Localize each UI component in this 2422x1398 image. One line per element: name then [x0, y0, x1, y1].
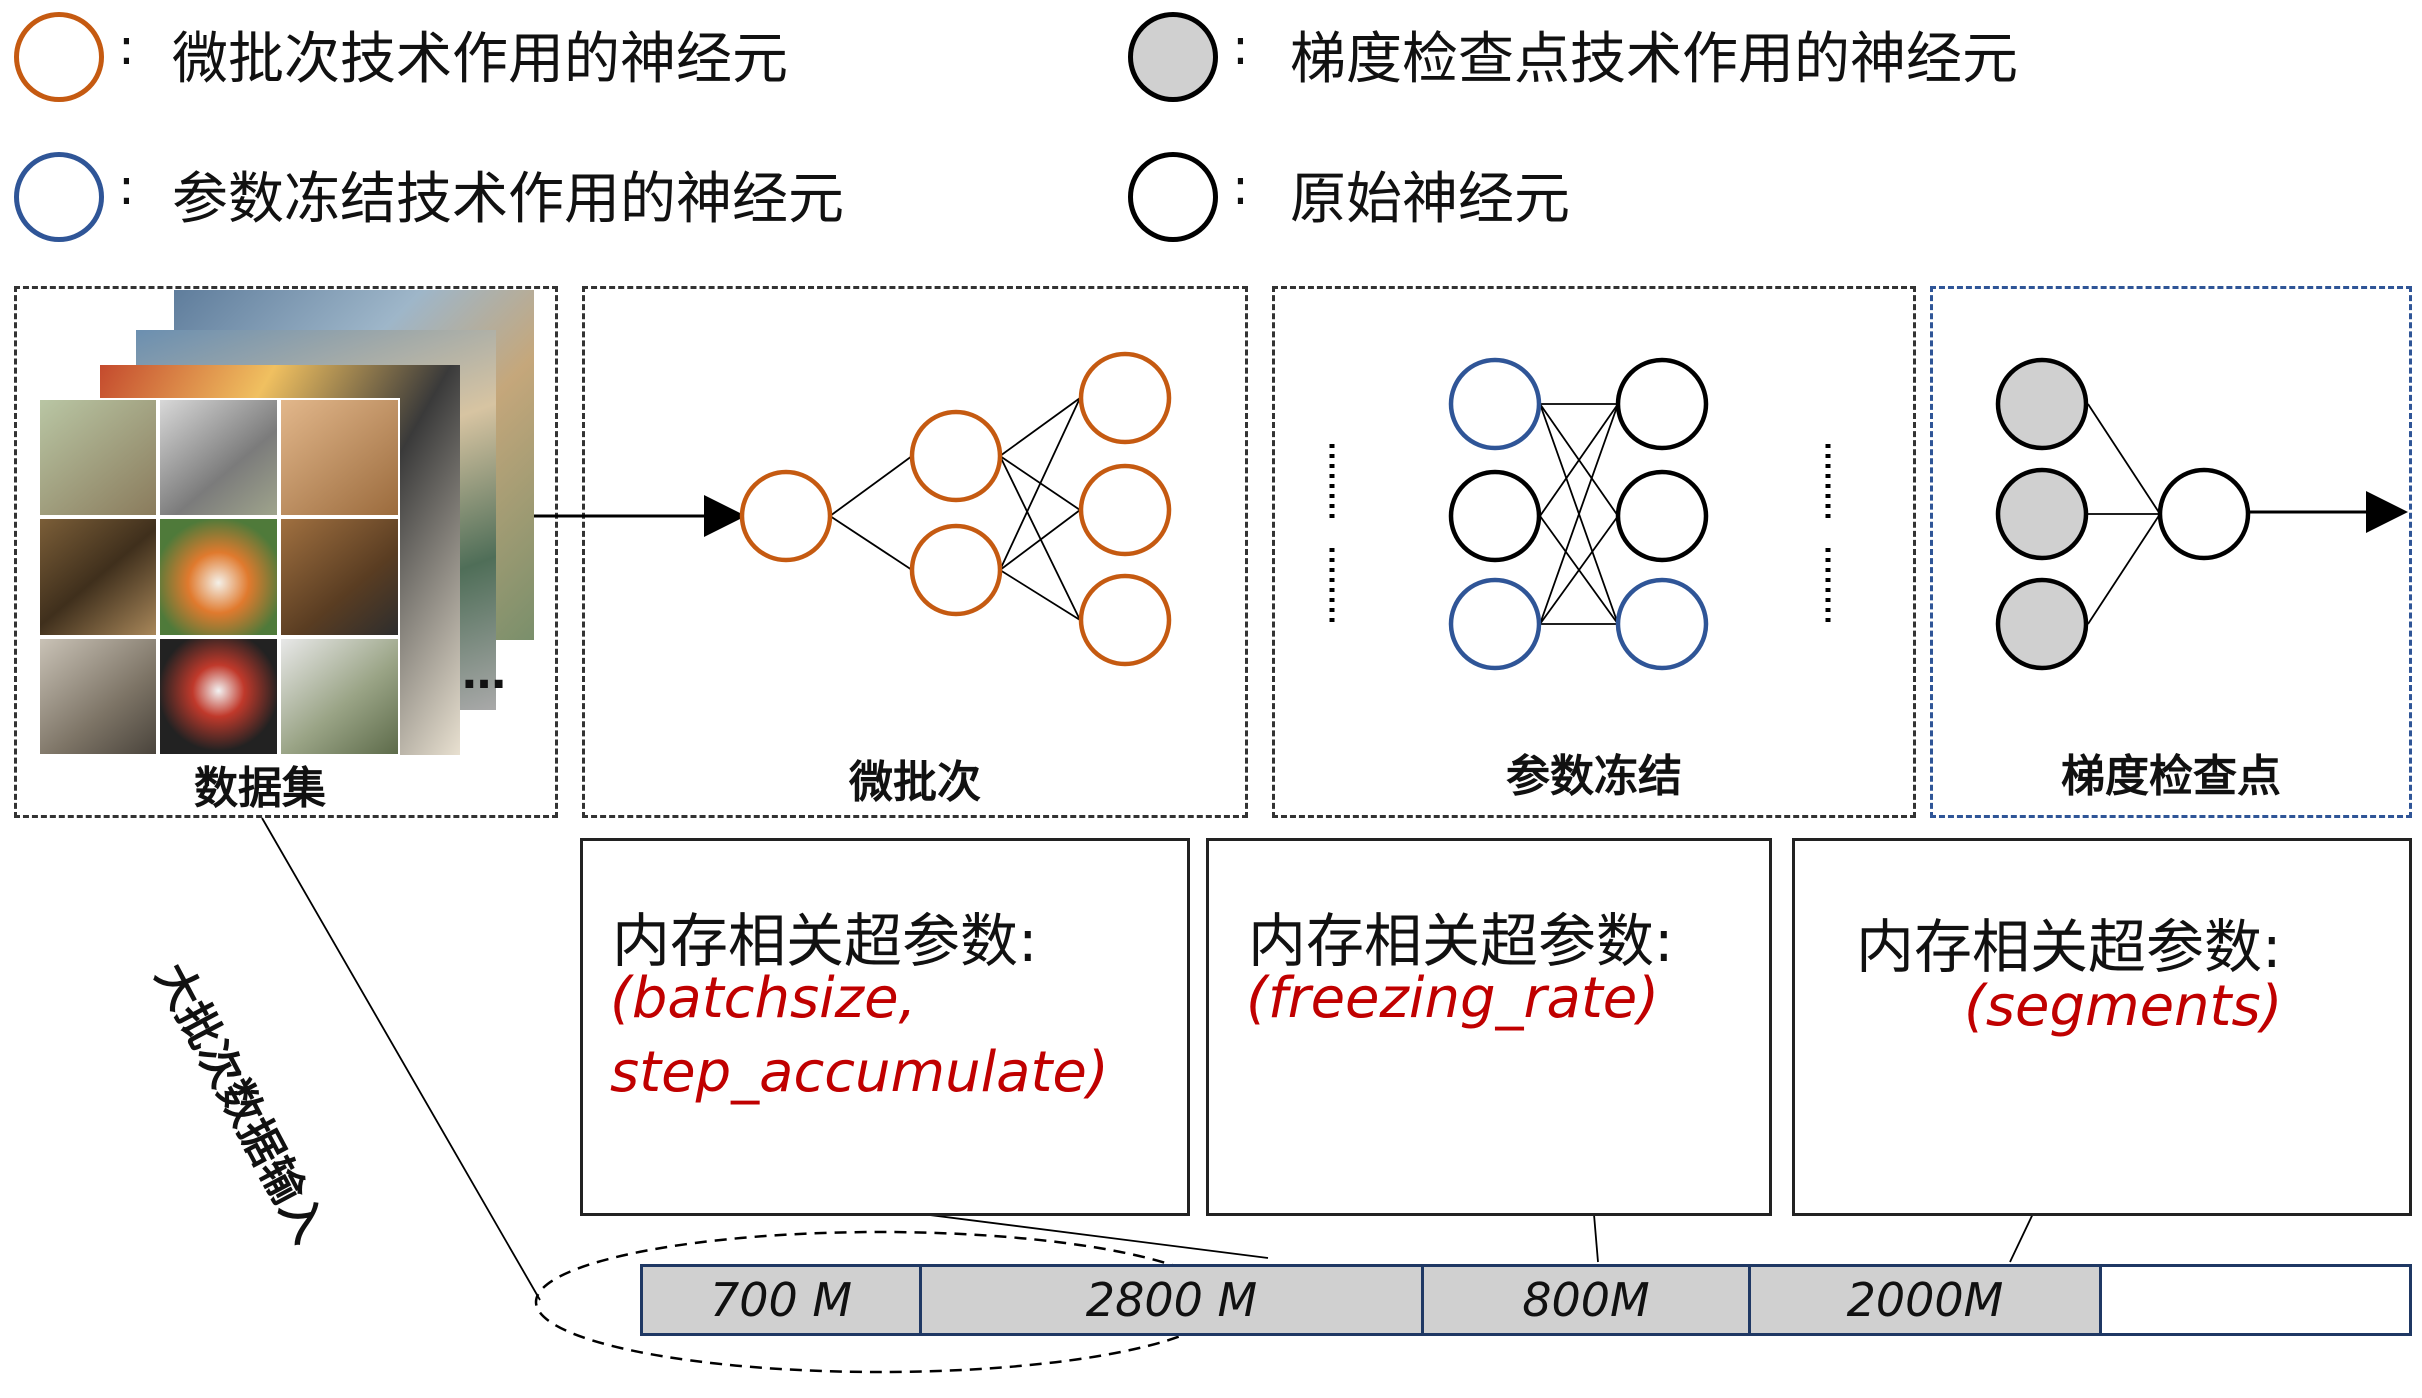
neuron-orange	[909, 409, 1003, 503]
photo-tile	[279, 517, 400, 637]
legend-black-circle-icon	[1128, 152, 1218, 242]
neuron-black	[2157, 467, 2251, 561]
neuron-black	[1448, 469, 1542, 563]
microbatch-hp-title: 内存相关超参数:	[612, 907, 1038, 975]
checkpoint-edges	[2087, 403, 2161, 625]
memory-segment-label: 700 M	[709, 1273, 853, 1327]
legend-original-text: 原始神经元	[1290, 167, 1570, 232]
microbatch-panel	[582, 286, 1248, 818]
dataset-ellipsis: …	[462, 648, 506, 699]
photo-tile	[38, 398, 158, 517]
neuron-blue	[1615, 577, 1709, 671]
checkpoint-hp-box	[1792, 838, 2412, 1216]
legend-orange-circle-icon	[14, 12, 104, 102]
freezing-dots	[1329, 444, 1831, 624]
neuron-blue	[1448, 577, 1542, 671]
photo-tile	[38, 517, 158, 637]
photo-grid-icon	[38, 398, 400, 756]
checkpoint-hp-param: (segments)	[1964, 974, 2283, 1039]
memory-segment: 2800 M	[919, 1264, 1424, 1336]
neuron-orange	[1078, 463, 1172, 557]
photo-tile	[279, 637, 400, 756]
photo-tile	[158, 398, 279, 517]
photo-tile	[38, 637, 158, 756]
microbatch-edges	[829, 397, 1081, 621]
memory-segment: 2000M	[1748, 1264, 2102, 1336]
neuron-blue	[1448, 357, 1542, 451]
memory-segment: 700 M	[640, 1264, 922, 1336]
legend-colon: :	[1232, 158, 1249, 216]
neuron-orange	[1078, 573, 1172, 667]
microbatch-label: 微批次	[849, 757, 981, 808]
legend-checkpoint-text: 梯度检查点技术作用的神经元	[1290, 27, 2018, 92]
neuron-gray	[1995, 357, 2089, 451]
freezing-hp-param: (freezing_rate)	[1246, 966, 1660, 1031]
neuron-orange	[1078, 351, 1172, 445]
microbatch-hp-param1: (batchsize,	[610, 966, 917, 1031]
memory-segment-label: 2800 M	[1085, 1273, 1258, 1327]
photo-tile	[279, 398, 400, 517]
memory-segment: 800M	[1421, 1264, 1751, 1336]
legend-freezing-text: 参数冻结技术作用的神经元	[172, 167, 844, 232]
checkpoint-panel	[1930, 286, 2412, 818]
freezing-hp-box	[1206, 838, 1772, 1216]
legend-colon: :	[118, 158, 135, 216]
freezing-panel	[1272, 286, 1916, 818]
checkpoint-label: 梯度检查点	[2061, 751, 2281, 802]
microbatch-hp-param2: step_accumulate)	[610, 1040, 1109, 1105]
neuron-gray	[1995, 467, 2089, 561]
legend-gray-circle-icon	[1128, 12, 1218, 102]
neuron-orange	[739, 469, 833, 563]
legend-colon: :	[1232, 18, 1249, 76]
neuron-black	[1615, 469, 1709, 563]
dataset-label: 数据集	[194, 763, 326, 814]
freezing-neurons	[1448, 357, 1709, 671]
legend-colon: :	[118, 18, 135, 76]
freezing-label: 参数冻结	[1506, 751, 1682, 802]
memory-segment-label: 2000M	[1846, 1273, 2004, 1327]
dataset-panel	[14, 286, 558, 818]
freezing-hp-title: 内存相关超参数:	[1248, 907, 1674, 975]
legend-microbatch-text: 微批次技术作用的神经元	[172, 27, 788, 92]
photo-tile	[158, 517, 279, 637]
microbatch-hp-box	[580, 838, 1190, 1216]
freezing-edges	[1539, 403, 1619, 625]
checkpoint-neurons	[1995, 357, 2251, 671]
dataset-image-stack	[30, 290, 550, 760]
microbatch-neurons	[739, 351, 1172, 667]
memory-segment-label: 800M	[1522, 1273, 1650, 1327]
checkpoint-hp-title: 内存相关超参数:	[1856, 913, 2282, 981]
neuron-gray	[1995, 577, 2089, 671]
photo-tile	[158, 637, 279, 756]
neuron-black	[1615, 357, 1709, 451]
legend-blue-circle-icon	[14, 152, 104, 242]
neuron-orange	[909, 523, 1003, 617]
